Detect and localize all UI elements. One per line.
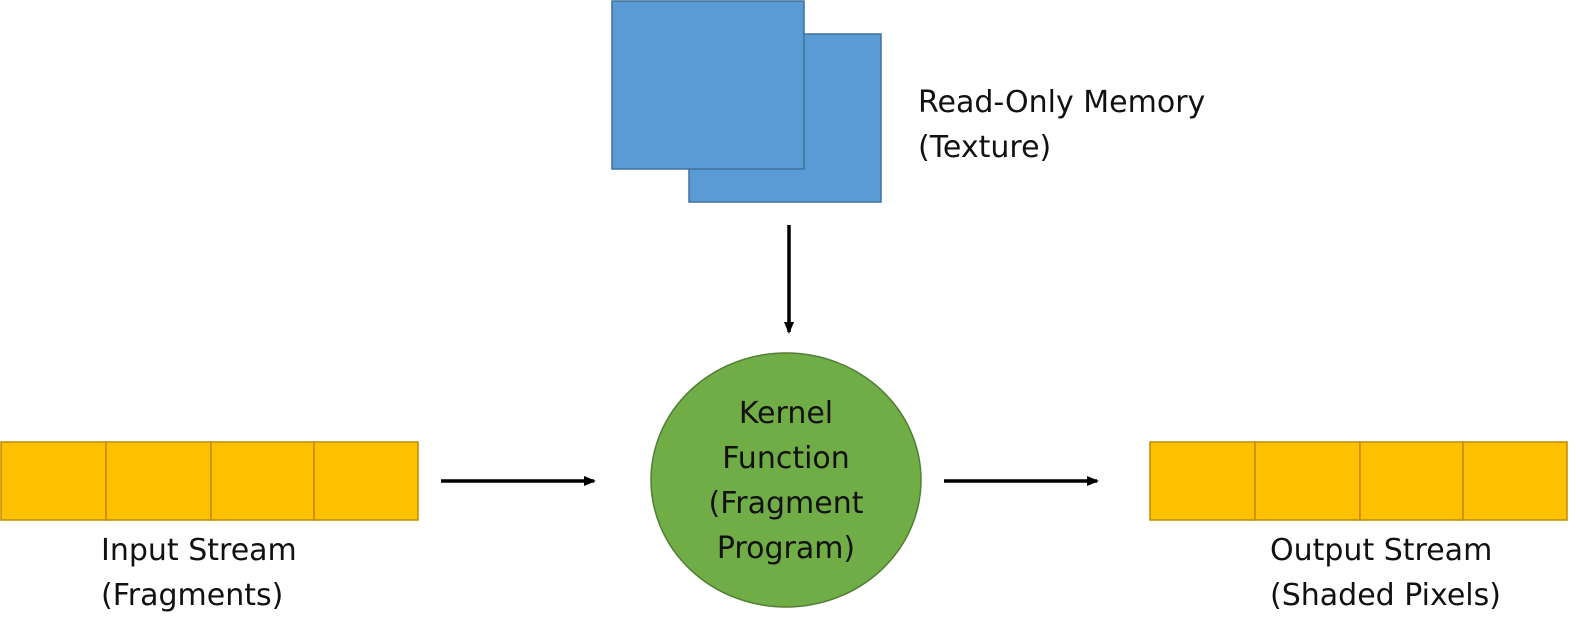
texture-front-square [611, 0, 805, 170]
output-cell-3 [1359, 441, 1464, 521]
output-stream-label-line2: (Shaded Pixels) [1270, 578, 1501, 613]
texture-label: Read-Only Memory (Texture) [918, 80, 1205, 170]
kernel-label-line1: Kernel [738, 396, 834, 431]
output-cell-4 [1462, 441, 1568, 521]
texture-label-line2: (Texture) [918, 130, 1052, 165]
texture-stack [611, 0, 882, 203]
input-cell-3 [210, 441, 315, 521]
output-stream-cells [1149, 441, 1568, 521]
kernel-label-line3: (Fragment [708, 486, 864, 521]
output-stream-label-line1: Output Stream [1270, 533, 1493, 568]
kernel-function-ellipse [650, 352, 922, 608]
output-cell-2 [1254, 441, 1361, 521]
input-cell-2 [105, 441, 212, 521]
texture-label-line1: Read-Only Memory [918, 85, 1206, 120]
input-stream-label: Input Stream (Fragments) [101, 528, 297, 618]
input-cell-1 [0, 441, 107, 521]
output-cell-1 [1149, 441, 1256, 521]
input-stream-label-line1: Input Stream [101, 533, 297, 568]
input-cell-4 [313, 441, 419, 521]
kernel-label-line2: Function [722, 441, 850, 476]
kernel-label-line4: Program) [716, 531, 856, 566]
input-stream-cells [0, 441, 419, 521]
input-stream-label-line2: (Fragments) [101, 578, 284, 613]
output-stream-label: Output Stream (Shaded Pixels) [1270, 528, 1501, 618]
kernel-label: Kernel Function (Fragment Program) [651, 391, 921, 571]
